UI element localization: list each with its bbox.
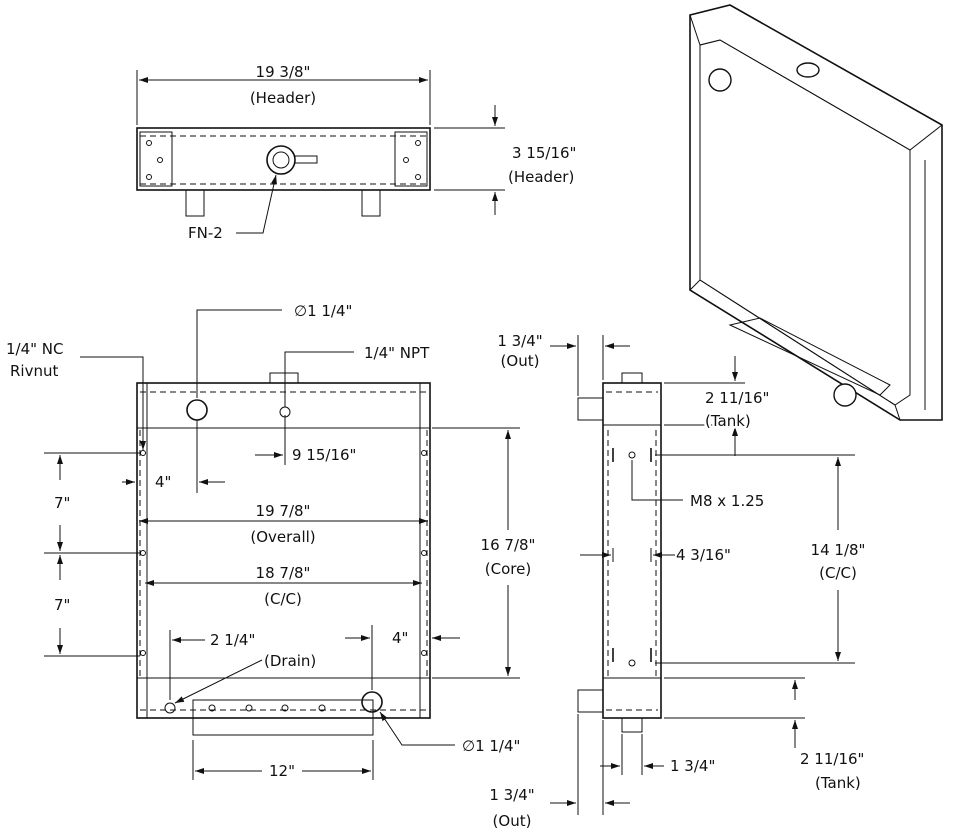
side-cc-note: (C/C) xyxy=(819,564,857,582)
outlet-diameter-label: ∅1 1/4" xyxy=(462,737,520,755)
side-tank-bottom-note: (Tank) xyxy=(815,774,861,792)
side-tank-top-value: 2 11/16" xyxy=(705,389,769,407)
header-width-note: (Header) xyxy=(250,89,316,107)
header-height-note: (Header) xyxy=(508,168,574,186)
filler-neck-label: FN-2 xyxy=(188,224,223,242)
outlet-icon xyxy=(361,691,383,713)
filler-neck-icon xyxy=(266,145,296,175)
top-view: 19 3/8" (Header) 3 15/16" (Header) FN-2 xyxy=(136,63,576,242)
mount-spacing-bottom: 7" xyxy=(54,596,70,614)
overall-width-note: (Overall) xyxy=(250,528,315,546)
side-out-top-value: 1 3/4" xyxy=(497,332,542,350)
drain-icon xyxy=(164,702,176,714)
thread-label: M8 x 1.25 xyxy=(690,492,764,510)
header-outline xyxy=(136,127,431,191)
drain-dimension-value: 2 1/4" xyxy=(210,631,255,649)
bracket-width-label: 12" xyxy=(269,762,295,780)
side-out-bottom-note: (Out) xyxy=(493,812,532,830)
side-tank-bottom-value: 2 11/16" xyxy=(800,750,864,768)
cc-width-value: 18 7/8" xyxy=(256,564,311,582)
header-height-value: 3 15/16" xyxy=(512,144,576,162)
cc-width-note: (C/C) xyxy=(264,590,302,608)
rivnut-label-line2: Rivnut xyxy=(10,362,58,380)
inlet-diameter-label: ∅1 1/4" xyxy=(294,302,352,320)
isometric-view xyxy=(689,4,943,422)
side-bottom-offset-label: 1 3/4" xyxy=(670,757,715,775)
core-height-note: (Core) xyxy=(485,560,531,578)
inlet-offset-label: 4" xyxy=(155,473,171,491)
npt-label: 1/4" NPT xyxy=(364,344,430,362)
core-height-value: 16 7/8" xyxy=(481,536,536,554)
rivnut-label-line1: 1/4" NC xyxy=(6,340,64,358)
side-out-bottom-value: 1 3/4" xyxy=(489,786,534,804)
npt-offset-label: 9 15/16" xyxy=(292,446,356,464)
side-tank-top-note: (Tank) xyxy=(705,412,751,430)
drain-label: (Drain) xyxy=(264,652,316,670)
side-cc-value: 14 1/8" xyxy=(811,541,866,559)
side-outline xyxy=(602,382,662,719)
header-width-value: 19 3/8" xyxy=(256,63,311,81)
inlet-icon xyxy=(186,399,208,421)
side-depth-label: 4 3/16" xyxy=(676,546,731,564)
overall-width-value: 19 7/8" xyxy=(256,502,311,520)
mount-spacing-top: 7" xyxy=(54,494,70,512)
side-out-top-note: (Out) xyxy=(501,352,540,370)
outlet-offset-label: 4" xyxy=(392,629,408,647)
front-view: ∅1 1/4" 1/4" NC Rivnut 1/4" NPT 9 15/16"… xyxy=(6,302,535,780)
bottom-bracket xyxy=(192,699,374,736)
side-view: 1 3/4" (Out) 2 11/16" (Tank) M8 x 1.25 4… xyxy=(489,332,865,830)
